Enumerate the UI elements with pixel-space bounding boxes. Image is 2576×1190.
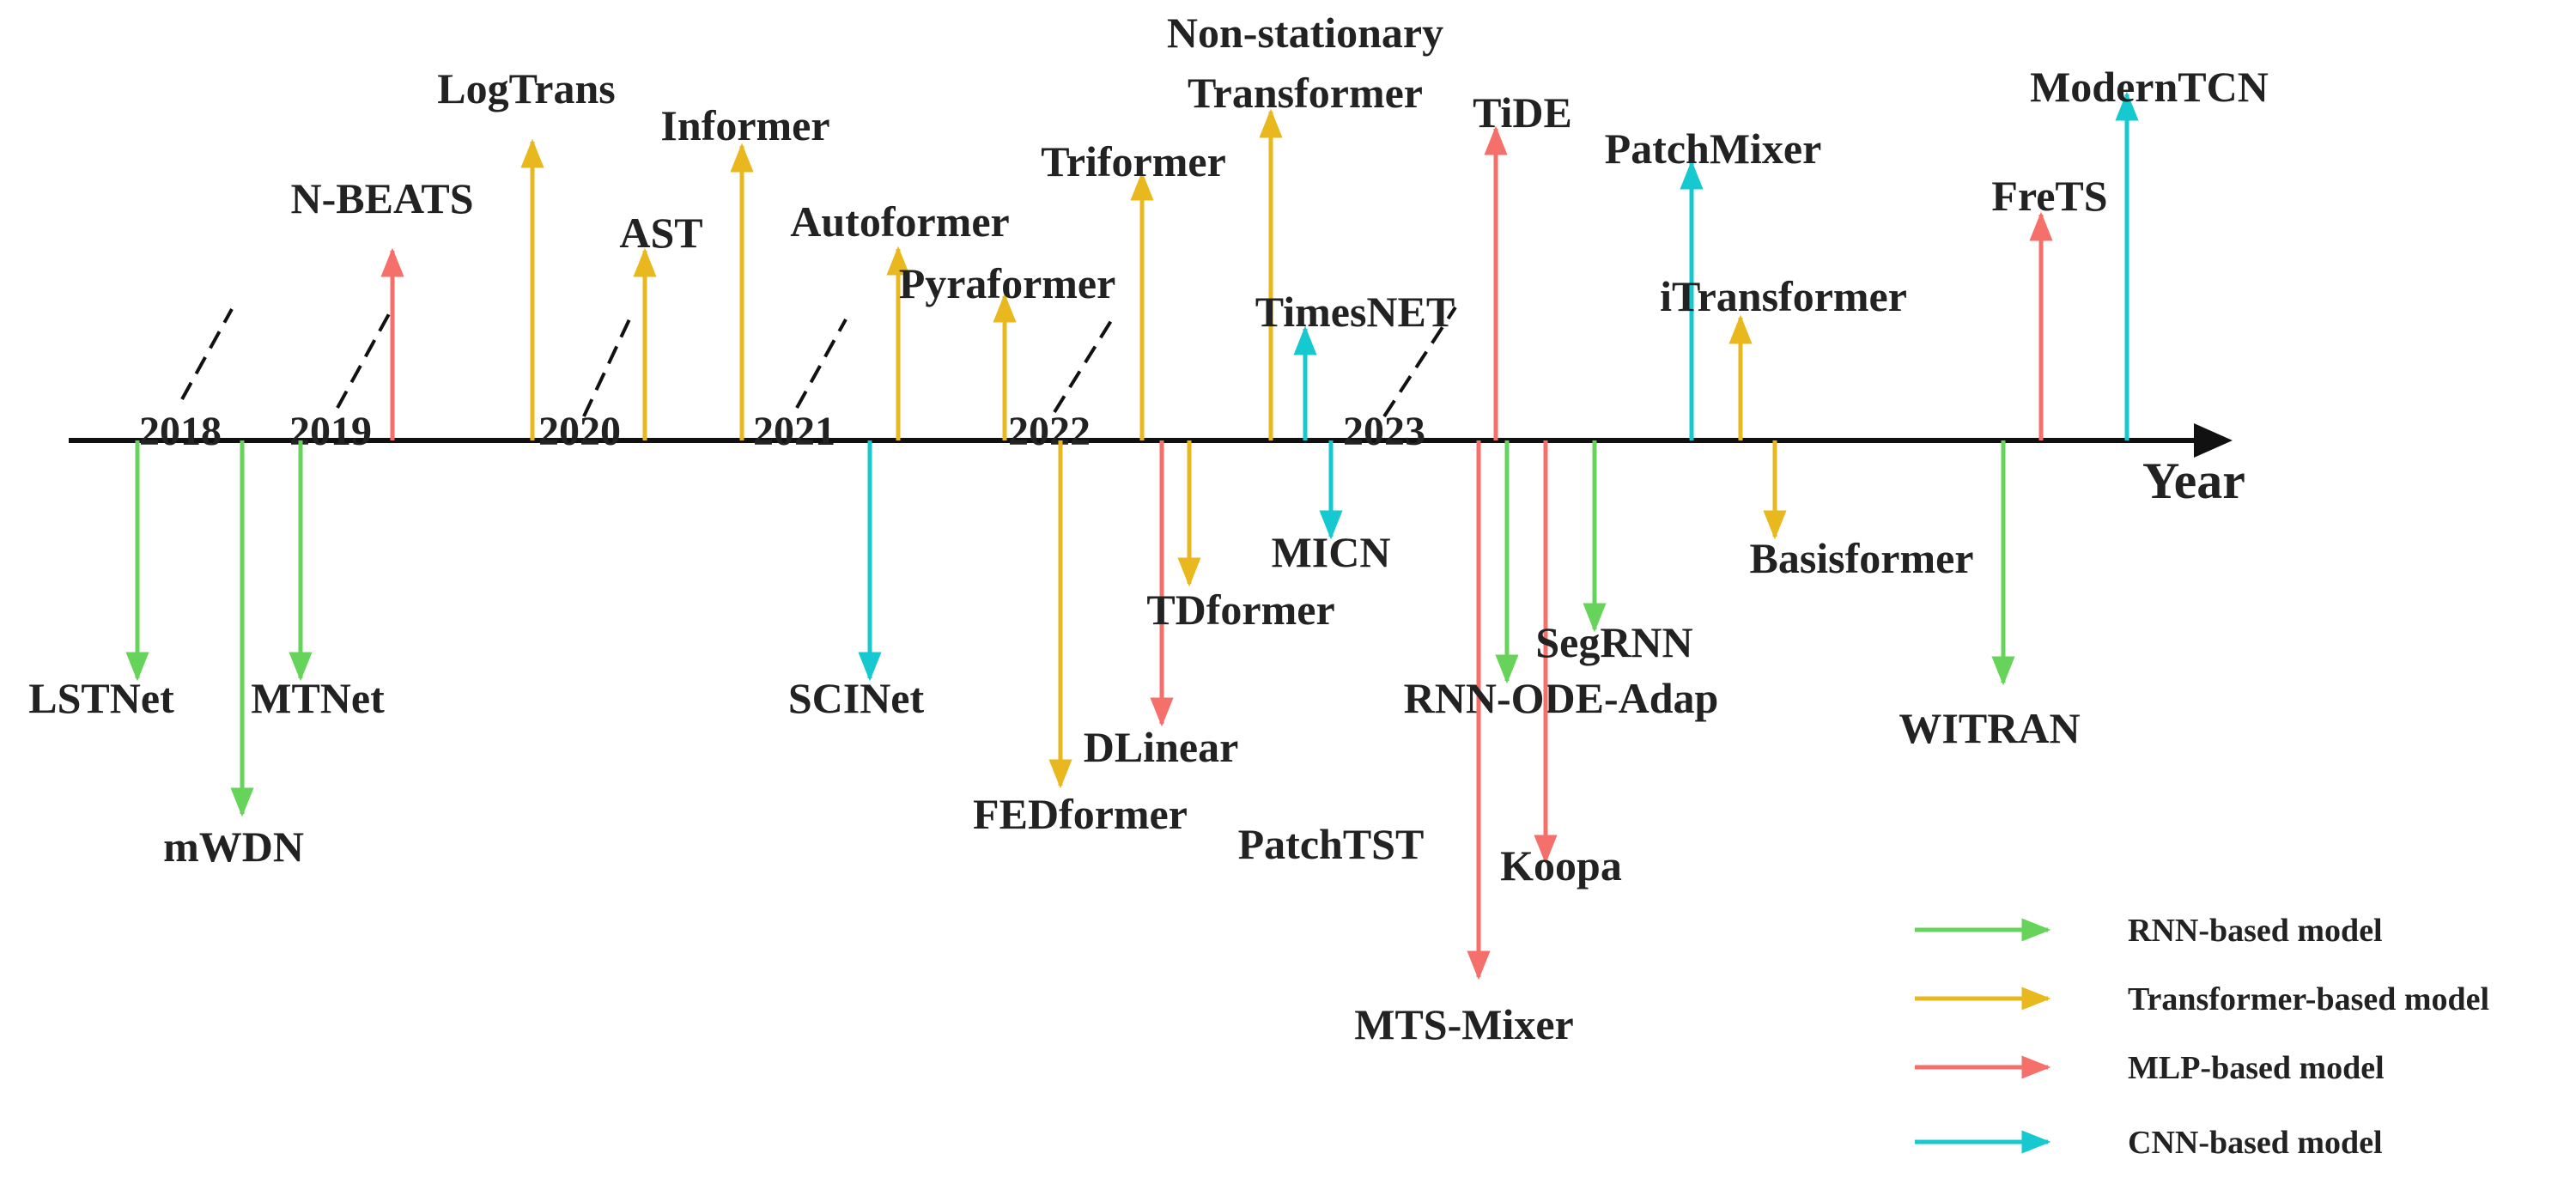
model-label-patchtst: PatchTST — [1238, 820, 1425, 868]
axis-arrowhead — [2194, 423, 2233, 458]
time-axis: Year — [69, 423, 2245, 509]
year-dash-2018 — [180, 308, 234, 400]
legend-item-cnn: CNN-based model — [1915, 1125, 2383, 1161]
model-micn: MICN — [1272, 440, 1391, 576]
model-label-mwdn: mWDN — [163, 823, 304, 871]
model-mts-mixer: MTS-Mixer — [1354, 440, 1574, 1048]
model-label-rnn-ode-adap: RNN-ODE-Adap — [1404, 674, 1719, 722]
year-marker-2019: 2019 — [289, 310, 392, 454]
model-frets: FreTS — [1991, 172, 2108, 440]
model-label-scinet: SCINet — [788, 674, 925, 722]
legend-item-transformer: Transformer-based model — [1915, 981, 2489, 1017]
model-patchmixer: PatchMixer — [1605, 124, 1822, 440]
year-marker-2023: 2023 — [1343, 306, 1457, 454]
year-dash-2022 — [1053, 318, 1114, 414]
model-basisformer: Basisformer — [1749, 440, 1974, 582]
model-moderntcn: ModernTCN — [2030, 63, 2269, 440]
model-label-lstnet: LSTNet — [28, 674, 174, 722]
model-n-beats: N-BEATS — [290, 174, 474, 440]
model-label-fedformer: FEDformer — [973, 790, 1188, 838]
legend-item-rnn: RNN-based model — [1915, 913, 2383, 949]
year-dash-2023 — [1382, 306, 1457, 418]
year-marker-2018: 2018 — [139, 308, 234, 454]
model-timesnet: TimesNET — [1255, 288, 1455, 440]
model-informer: Informer — [660, 101, 830, 440]
model-rnn-ode-adap: RNN-ODE-Adap — [1404, 440, 1719, 722]
year-dash-2020 — [582, 319, 631, 417]
year-label-2022: 2022 — [1008, 409, 1091, 454]
model-label-koopa: Koopa — [1500, 841, 1622, 889]
model-label-micn: MICN — [1272, 528, 1391, 576]
year-label-2019: 2019 — [289, 409, 372, 454]
model-triformer: Triformer — [1041, 137, 1226, 440]
model-mwdn: mWDN — [163, 440, 304, 871]
year-dash-2019 — [336, 310, 392, 409]
model-label-itransformer: iTransformer — [1660, 272, 1907, 320]
model-label-pyraformer: Pyraformer — [899, 259, 1116, 307]
model-label-logtrans: LogTrans — [437, 64, 615, 112]
model-label-tdformer: TDformer — [1146, 586, 1334, 634]
model-label-frets: FreTS — [1991, 172, 2107, 220]
legend-label-transformer: Transformer-based model — [2128, 981, 2489, 1017]
axis-title: Year — [2142, 452, 2245, 509]
model-itransformer: iTransformer — [1660, 272, 1907, 440]
year-label-2023: 2023 — [1343, 409, 1425, 454]
model-label-moderntcn: ModernTCN — [2030, 63, 2269, 111]
model-fedformer: FEDformer — [973, 440, 1188, 838]
model-tdformer: TDformer — [1146, 440, 1335, 634]
model-koopa: Koopa — [1500, 440, 1622, 889]
model-label-autoformer: Autoformer — [790, 197, 1009, 246]
model-dlinear: DLinear — [1084, 440, 1239, 771]
model-lstnet: LSTNet — [28, 440, 174, 722]
model-label-dlinear: DLinear — [1084, 723, 1239, 771]
model-autoformer: Autoformer — [790, 197, 1010, 440]
year-label-2018: 2018 — [139, 409, 222, 454]
model-mtnet: MTNet — [251, 440, 385, 722]
model-patchtst: PatchTST — [1238, 820, 1425, 868]
year-label-2020: 2020 — [538, 409, 621, 454]
model-label-witran: WITRAN — [1899, 704, 2080, 752]
model-label-ast: AST — [619, 209, 702, 257]
legend-label-mlp: MLP-based model — [2128, 1050, 2385, 1086]
model-label-line: Transformer — [1188, 69, 1423, 117]
legend-label-rnn: RNN-based model — [2128, 913, 2383, 949]
legend-item-mlp: MLP-based model — [1915, 1050, 2385, 1086]
model-ast: AST — [619, 209, 703, 440]
model-tide: TiDE — [1473, 88, 1572, 440]
model-witran: WITRAN — [1899, 440, 2081, 752]
model-label-mts-mixer: MTS-Mixer — [1354, 1000, 1573, 1048]
model-logtrans: LogTrans — [437, 64, 616, 440]
legend-label-cnn: CNN-based model — [2128, 1125, 2383, 1161]
year-marker-2022: 2022 — [1008, 318, 1114, 454]
year-marker-2020: 2020 — [538, 319, 631, 454]
model-label-patchmixer: PatchMixer — [1605, 124, 1822, 173]
model-label-informer: Informer — [660, 101, 829, 149]
model-segrnn: SegRNN — [1535, 440, 1693, 666]
model-label-line: Non-stationary — [1167, 9, 1443, 57]
model-scinet: SCINet — [788, 440, 925, 722]
model-label-triformer: Triformer — [1041, 137, 1226, 185]
year-markers: 2018 2019 2020 2021 2022 2023 — [139, 306, 1457, 454]
year-marker-2021: 2021 — [753, 319, 848, 454]
model-pyraformer: Pyraformer — [899, 259, 1116, 440]
model-label-timesnet: TimesNET — [1255, 288, 1455, 336]
model-label-mtnet: MTNet — [251, 674, 385, 722]
model-label-basisformer: Basisformer — [1749, 534, 1973, 582]
year-dash-2021 — [795, 319, 848, 409]
year-label-2021: 2021 — [753, 409, 835, 454]
model-label-tide: TiDE — [1473, 88, 1572, 137]
model-label-segrnn: SegRNN — [1535, 618, 1692, 666]
model-label-n-beats: N-BEATS — [290, 174, 473, 222]
